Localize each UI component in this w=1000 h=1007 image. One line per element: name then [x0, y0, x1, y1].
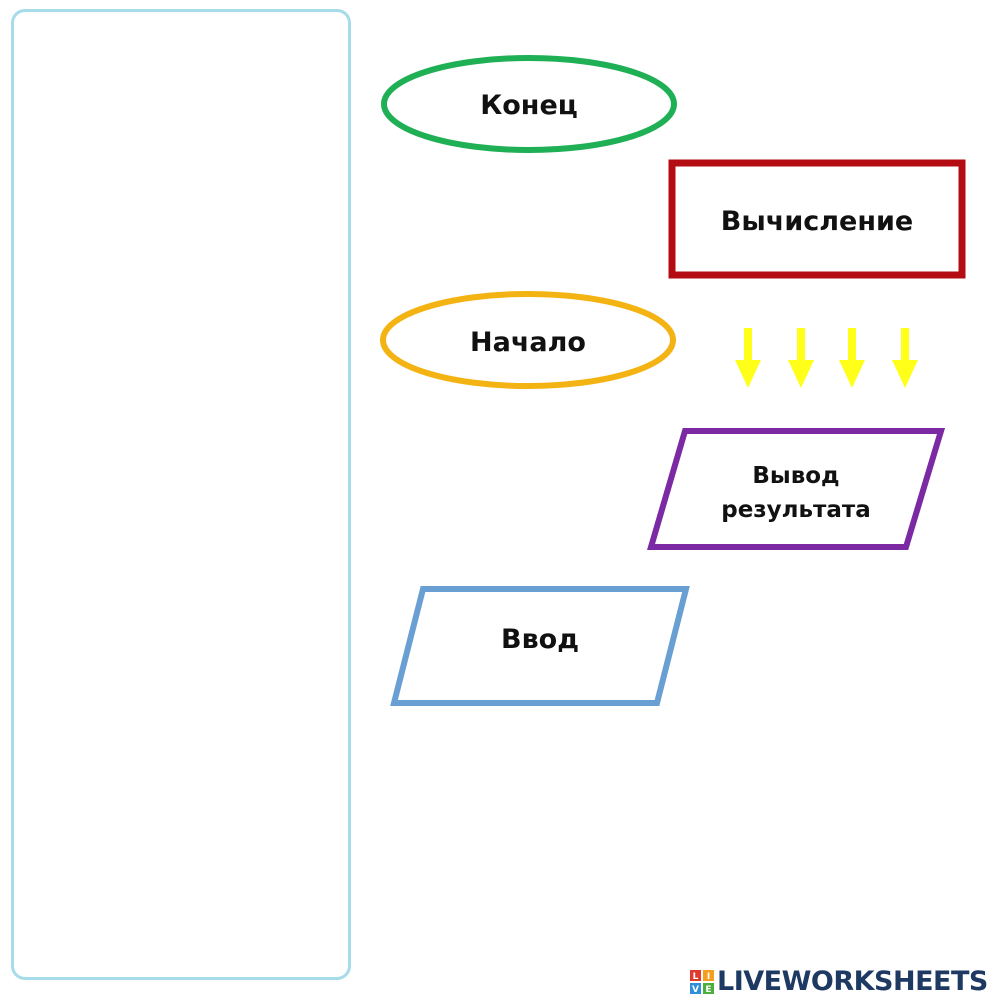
start-oval-label: Начало [470, 327, 586, 358]
end-oval-piece[interactable]: Конец [381, 55, 677, 153]
end-oval-shape [381, 55, 677, 153]
input-parallelogram-piece[interactable]: Ввод [390, 586, 690, 706]
arrow-down-icon[interactable] [839, 328, 865, 388]
svg-text:E: E [705, 985, 711, 994]
arrow-down-icon[interactable] [735, 328, 761, 388]
output-parallelogram-piece[interactable]: Вывод результата [646, 428, 946, 550]
liveworksheets-logo-icon: L I V E [690, 970, 714, 994]
output-parallelogram-label-line1: Вывод [752, 463, 839, 489]
output-parallelogram-shape [646, 428, 946, 550]
svg-text:L: L [693, 972, 699, 982]
svg-text:I: I [707, 972, 710, 982]
liveworksheets-brand[interactable]: L I V E LIVEWORKSHEETS [690, 966, 988, 998]
start-oval-piece[interactable]: Начало [380, 291, 676, 389]
input-parallelogram-label: Ввод [501, 624, 579, 655]
compute-rectangle-label: Вычисление [721, 206, 913, 237]
output-parallelogram-label-line2: результата [721, 497, 871, 523]
start-oval-shape [380, 291, 676, 389]
compute-rectangle-shape [668, 159, 966, 279]
liveworksheets-brand-text: LIVEWORKSHEETS [717, 966, 988, 997]
compute-rectangle-piece[interactable]: Вычисление [668, 159, 966, 279]
arrow-down-icon[interactable] [788, 328, 814, 388]
input-parallelogram-shape [390, 586, 690, 706]
arrow-down-icon[interactable] [892, 328, 918, 388]
answer-drop-zone[interactable] [11, 9, 351, 980]
end-oval-label: Конец [480, 90, 578, 121]
svg-text:V: V [692, 985, 699, 994]
